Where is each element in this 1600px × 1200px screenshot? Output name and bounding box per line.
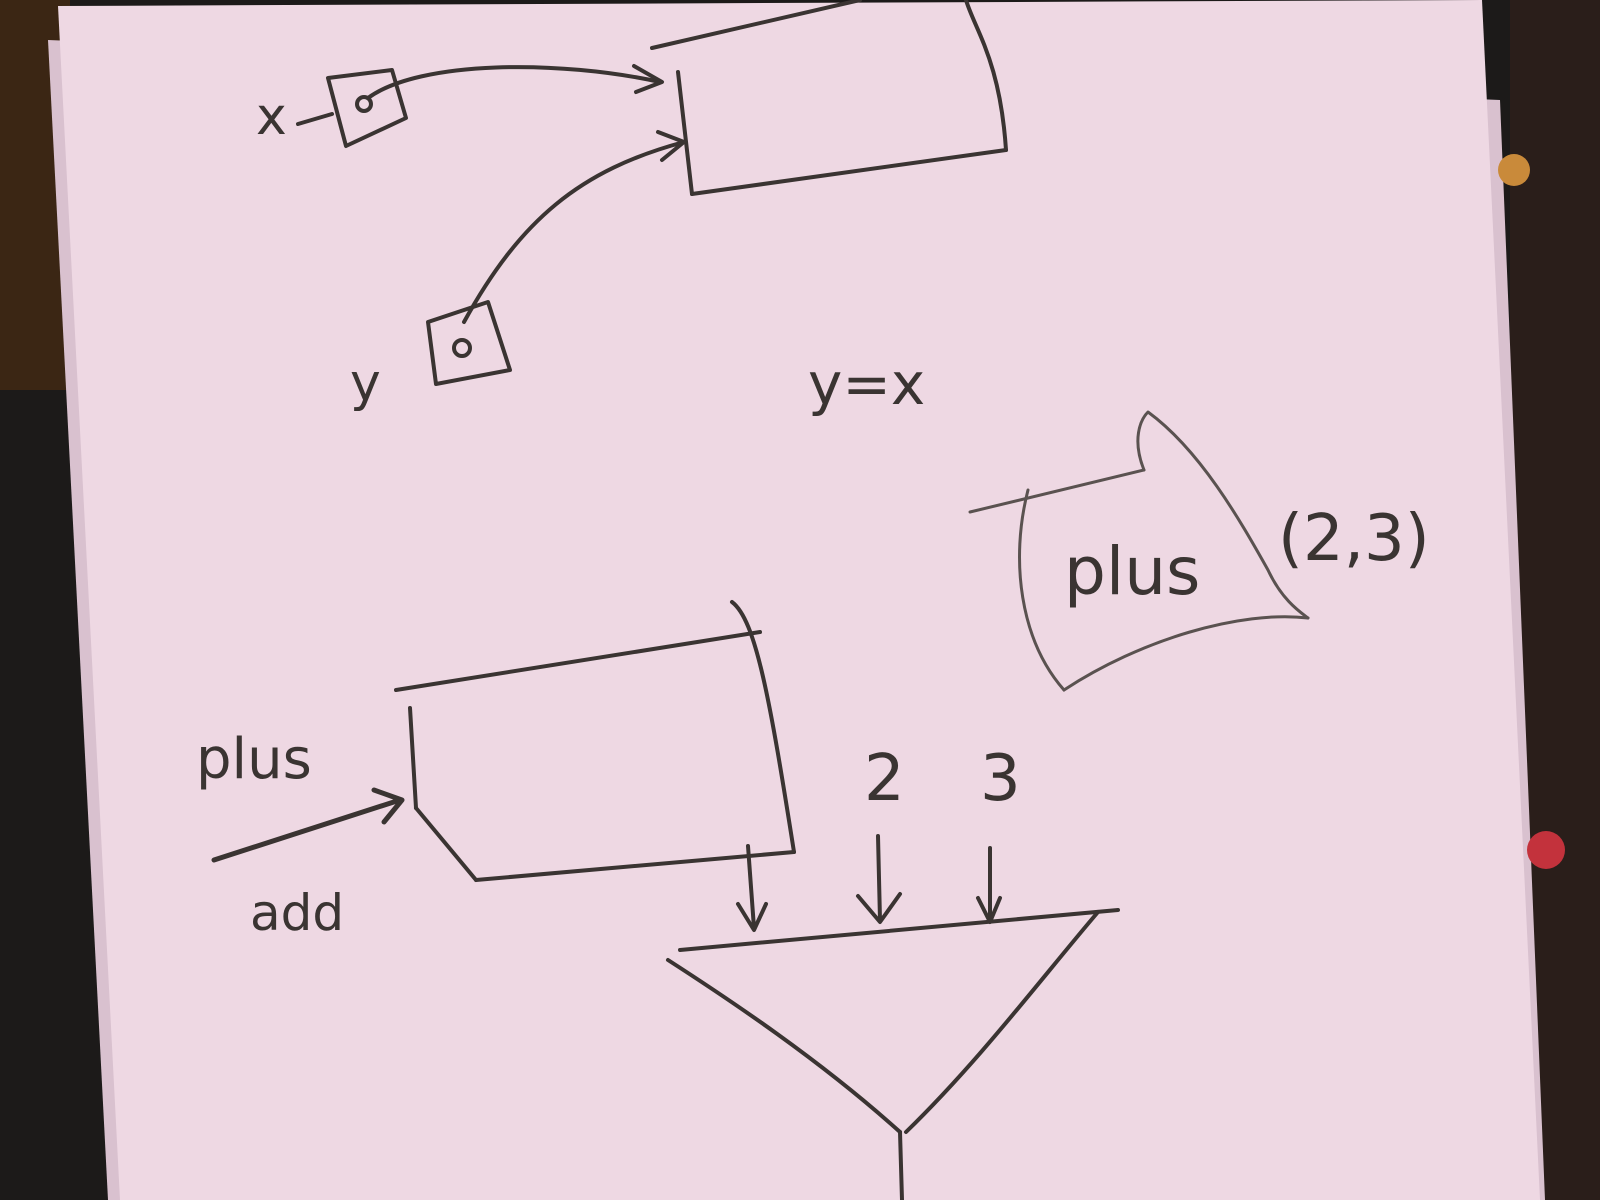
arg-label-2: 2 bbox=[864, 742, 905, 816]
plus-card bbox=[968, 410, 1310, 692]
arrow-function-to-funnel bbox=[736, 844, 768, 932]
name-label-add: add bbox=[250, 884, 344, 942]
paper-sheet bbox=[58, 0, 1540, 1200]
arrow-y-to-object bbox=[462, 130, 686, 324]
var-label-y: y bbox=[350, 353, 381, 413]
var-box-x bbox=[326, 68, 408, 148]
binder-hole-bottom bbox=[1527, 831, 1565, 869]
var-box-y bbox=[426, 300, 512, 386]
plus-args: (2,3) bbox=[1278, 502, 1430, 576]
assignment-statement: y=x bbox=[808, 350, 925, 418]
arrow-plus-to-function bbox=[211, 787, 405, 863]
binder-hole-top bbox=[1498, 154, 1530, 186]
dot-icon bbox=[355, 95, 373, 113]
dot-icon bbox=[452, 338, 472, 358]
arg-label-3: 3 bbox=[980, 742, 1021, 816]
plus-card-label: plus bbox=[1064, 533, 1200, 610]
var-label-x: x bbox=[256, 87, 287, 147]
object-box-top bbox=[650, 0, 1008, 196]
arrow-2-to-funnel bbox=[856, 834, 902, 924]
function-box bbox=[394, 600, 796, 882]
funnel-icon bbox=[666, 908, 1120, 1200]
var-x-dash bbox=[296, 112, 334, 126]
name-label-plus: plus bbox=[196, 727, 312, 792]
arrow-x-to-object bbox=[366, 64, 664, 100]
